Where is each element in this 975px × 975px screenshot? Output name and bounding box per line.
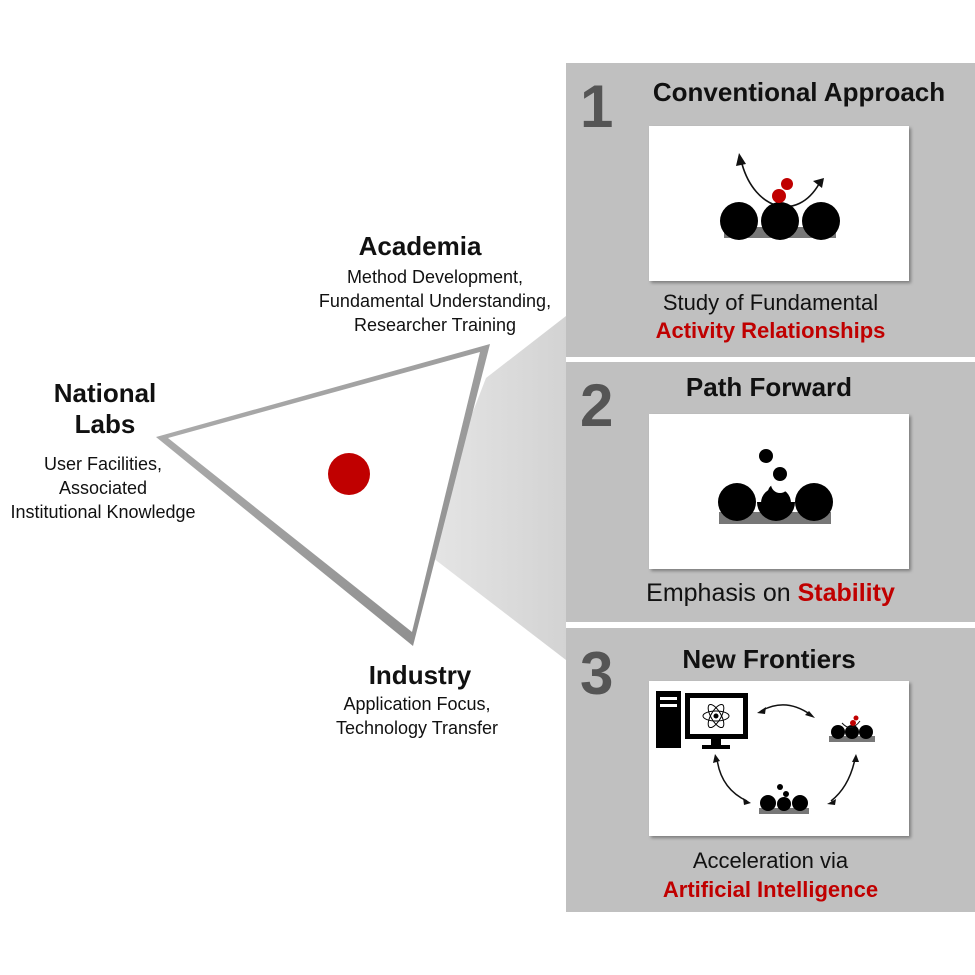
triangle-face (168, 352, 480, 632)
academia-title: Academia (358, 231, 482, 261)
atoms-leaching-icon (718, 449, 833, 524)
panel-caption: Emphasis on Stability (566, 578, 975, 608)
academia-line: Researcher Training (353, 315, 517, 335)
panel-number: 3 (580, 640, 614, 707)
panel-conventional-approach: 1 Conventional Approach Study of Fundame… (566, 63, 975, 357)
national-labs-title-line: Labs (74, 409, 136, 439)
caption-line: Emphasis on (646, 579, 798, 607)
national-labs-title: National Labs (30, 378, 180, 440)
academia-line: Method Development, (346, 267, 524, 287)
industry-line: Application Focus, (343, 694, 491, 714)
national-labs-title-line: National (53, 378, 157, 408)
national-labs-description: User Facilities, Associated Institutiona… (0, 452, 206, 524)
national-labs-line: Associated (58, 478, 148, 498)
panel-number: 1 (580, 73, 614, 140)
national-labs-line: User Facilities, (43, 454, 163, 474)
panel-path-forward: 2 Path Forward Emphasis on Stability (566, 362, 975, 622)
caption-highlight: Artificial Intelligence (662, 877, 879, 902)
computer-tower-icon (656, 691, 681, 748)
zoom-wedge (420, 316, 566, 660)
caption-line: Study of Fundamental (662, 290, 879, 315)
panel-illustration (649, 126, 909, 281)
industry-title: Industry (368, 660, 472, 690)
panel-new-frontiers: 3 New Frontiers (566, 628, 975, 912)
arrowheads (713, 707, 859, 805)
caption-highlight: Stability (797, 579, 895, 607)
panel-title: New Frontiers (682, 644, 856, 674)
academia-line: Fundamental Understanding, (318, 291, 552, 311)
academia-description: Method Development, Fundamental Understa… (300, 265, 570, 337)
ai-cycle-icon (656, 691, 875, 814)
caption-line: Acceleration via (692, 848, 849, 873)
panel-caption: Acceleration via Artificial Intelligence (566, 846, 975, 904)
small-catalyst-icon (829, 715, 875, 742)
industry-line: Technology Transfer (335, 718, 499, 738)
panel-illustration (649, 681, 909, 836)
small-leaching-icon (759, 784, 809, 814)
panel-title: Path Forward (685, 372, 853, 402)
panel-title: Conventional Approach (652, 77, 946, 107)
industry-description: Application Focus, Technology Transfer (310, 692, 524, 740)
atom-symbol-icon (702, 703, 730, 729)
center-dot (328, 453, 370, 495)
atoms-with-adsorbate-icon (720, 153, 840, 240)
panel-illustration (649, 414, 909, 569)
panel-caption: Study of Fundamental Activity Relationsh… (566, 289, 975, 345)
panel-number: 2 (580, 372, 614, 439)
national-labs-line: Institutional Knowledge (10, 502, 196, 522)
monitor-icon (685, 693, 748, 749)
caption-highlight: Activity Relationships (655, 318, 886, 343)
